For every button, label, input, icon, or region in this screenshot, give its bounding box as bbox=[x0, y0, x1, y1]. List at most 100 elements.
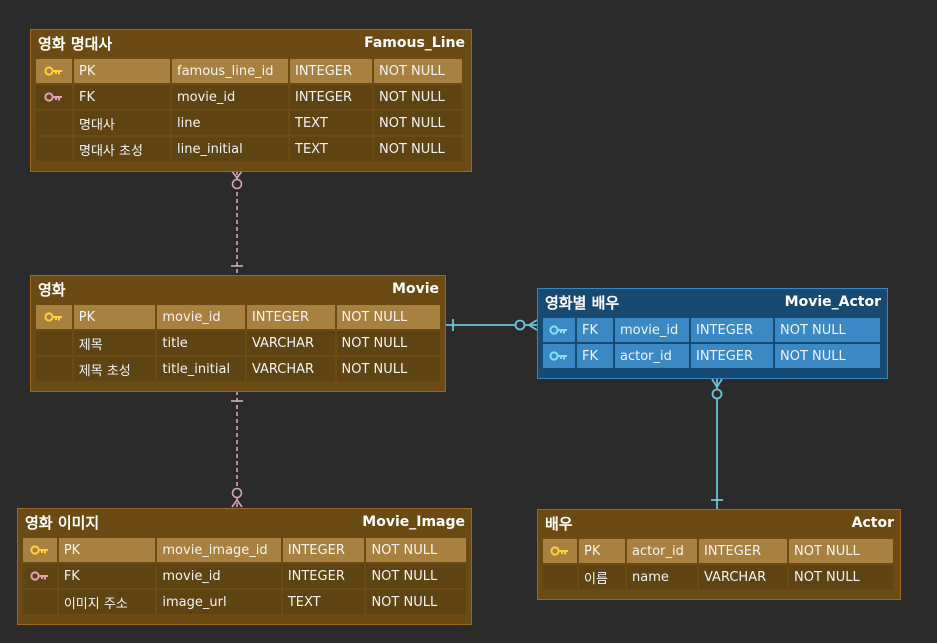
column-name: actor_id bbox=[627, 539, 697, 563]
key-icon-gold bbox=[36, 59, 72, 83]
column-nullability: NOT NULL bbox=[366, 590, 466, 614]
table-row: FK movie_id INTEGER NOT NULL bbox=[22, 563, 467, 589]
key-label: 제목 초성 bbox=[73, 357, 156, 381]
entity-name-english: Actor bbox=[851, 515, 894, 531]
key-icon-cyan bbox=[543, 318, 575, 342]
column-nullability: NOT NULL bbox=[336, 305, 440, 329]
entity-header: 영화 이미지 Movie_Image bbox=[18, 509, 471, 535]
entity-movie[interactable]: 영화 Movie PK movie_id INTEGER NOT NULL 제목… bbox=[30, 275, 446, 392]
entity-name-english: Movie bbox=[392, 281, 439, 297]
column-name: movie_image_id bbox=[157, 538, 281, 562]
entity-name-korean: 영화별 배우 bbox=[545, 293, 620, 312]
column-nullability: NOT NULL bbox=[374, 59, 462, 83]
key-label: 명대사 bbox=[74, 111, 170, 135]
entity-famous-line[interactable]: 영화 명대사 Famous_Line PK famous_line_id INT… bbox=[30, 29, 472, 172]
entity-header: 영화 Movie bbox=[31, 276, 445, 302]
key-label: PK bbox=[58, 538, 156, 562]
key-icon bbox=[30, 570, 50, 582]
column-name: movie_id bbox=[157, 564, 281, 588]
entity-name-english: Movie_Actor bbox=[784, 294, 881, 310]
column-name: image_url bbox=[157, 590, 281, 614]
table-row: FK movie_id INTEGER NOT NULL bbox=[542, 317, 883, 343]
key-label: FK bbox=[577, 318, 613, 342]
key-icon-gold bbox=[543, 539, 577, 563]
column-name: title_initial bbox=[157, 357, 245, 381]
column-type: VARCHAR bbox=[699, 565, 787, 589]
column-name: line bbox=[172, 111, 288, 135]
column-type: TEXT bbox=[290, 137, 372, 161]
column-name: famous_line_id bbox=[172, 59, 288, 83]
entity-movie-image[interactable]: 영화 이미지 Movie_Image PK movie_image_id INT… bbox=[17, 508, 472, 625]
table-row: 이름 name VARCHAR NOT NULL bbox=[542, 564, 896, 590]
key-label: FK bbox=[58, 564, 156, 588]
key-label: FK bbox=[577, 344, 613, 368]
table-row: 이미지 주소 image_url TEXT NOT NULL bbox=[22, 589, 467, 615]
column-type: INTEGER bbox=[290, 59, 372, 83]
column-nullability: NOT NULL bbox=[366, 538, 466, 562]
entity-name-english: Famous_Line bbox=[364, 35, 465, 51]
relation-famous-line-movie bbox=[231, 170, 243, 275]
empty-icon-cell bbox=[36, 331, 72, 355]
table-row: FK movie_id INTEGER NOT NULL bbox=[35, 84, 467, 110]
column-type: TEXT bbox=[282, 590, 365, 614]
relation-movie-actor-actor bbox=[711, 378, 723, 509]
column-name: line_initial bbox=[172, 137, 288, 161]
key-label: 제목 bbox=[73, 331, 156, 355]
column-nullability: NOT NULL bbox=[366, 564, 466, 588]
key-label: PK bbox=[74, 59, 170, 83]
column-nullability: NOT NULL bbox=[789, 565, 893, 589]
column-type: VARCHAR bbox=[246, 331, 335, 355]
key-label: 이름 bbox=[579, 565, 625, 589]
column-name: name bbox=[627, 565, 697, 589]
empty-icon-cell bbox=[543, 565, 577, 589]
entity-header: 영화 명대사 Famous_Line bbox=[31, 30, 471, 56]
column-nullability: NOT NULL bbox=[374, 85, 462, 109]
entity-movie-actor[interactable]: 영화별 배우 Movie_Actor FK movie_id INTEGER N… bbox=[537, 288, 888, 379]
key-icon bbox=[44, 65, 64, 77]
column-nullability: NOT NULL bbox=[336, 331, 440, 355]
key-icon bbox=[549, 324, 569, 336]
column-nullability: NOT NULL bbox=[374, 137, 462, 161]
key-icon-gold bbox=[23, 538, 57, 562]
table-row: 명대사 line TEXT NOT NULL bbox=[35, 110, 467, 136]
entity-name-korean: 영화 이미지 bbox=[25, 513, 100, 532]
relation-movie-movie-image bbox=[231, 391, 243, 508]
column-type: INTEGER bbox=[691, 318, 773, 342]
table-row: 명대사 초성 line_initial TEXT NOT NULL bbox=[35, 136, 467, 162]
key-icon bbox=[549, 350, 569, 362]
key-label: 명대사 초성 bbox=[74, 137, 170, 161]
column-nullability: NOT NULL bbox=[336, 357, 440, 381]
column-type: VARCHAR bbox=[246, 357, 335, 381]
key-icon bbox=[44, 91, 64, 103]
column-type: INTEGER bbox=[290, 85, 372, 109]
key-icon-cyan bbox=[543, 344, 575, 368]
column-type: INTEGER bbox=[691, 344, 773, 368]
column-name: title bbox=[157, 331, 245, 355]
empty-icon-cell bbox=[36, 111, 72, 135]
entity-actor[interactable]: 배우 Actor PK actor_id INTEGER NOT NULL 이름… bbox=[537, 509, 901, 600]
table-row: 제목 title VARCHAR NOT NULL bbox=[35, 330, 441, 356]
key-label: PK bbox=[579, 539, 625, 563]
table-row: PK actor_id INTEGER NOT NULL bbox=[542, 538, 896, 564]
key-icon-gold bbox=[36, 305, 72, 329]
table-row: 제목 초성 title_initial VARCHAR NOT NULL bbox=[35, 356, 441, 382]
relation-movie-movie-actor bbox=[445, 319, 538, 331]
column-nullability: NOT NULL bbox=[775, 318, 880, 342]
column-type: INTEGER bbox=[246, 305, 335, 329]
table-row: FK actor_id INTEGER NOT NULL bbox=[542, 343, 883, 369]
key-icon-pink bbox=[36, 85, 72, 109]
column-nullability: NOT NULL bbox=[789, 539, 893, 563]
column-type: INTEGER bbox=[699, 539, 787, 563]
entity-name-korean: 배우 bbox=[545, 514, 573, 533]
column-name: movie_id bbox=[172, 85, 288, 109]
column-nullability: NOT NULL bbox=[775, 344, 880, 368]
empty-icon-cell bbox=[36, 137, 72, 161]
entity-name-korean: 영화 명대사 bbox=[38, 34, 113, 53]
key-icon bbox=[30, 544, 50, 556]
key-label: 이미지 주소 bbox=[58, 590, 156, 614]
column-name: actor_id bbox=[615, 344, 689, 368]
table-row: PK movie_id INTEGER NOT NULL bbox=[35, 304, 441, 330]
key-label: PK bbox=[73, 305, 156, 329]
key-icon bbox=[550, 545, 570, 557]
